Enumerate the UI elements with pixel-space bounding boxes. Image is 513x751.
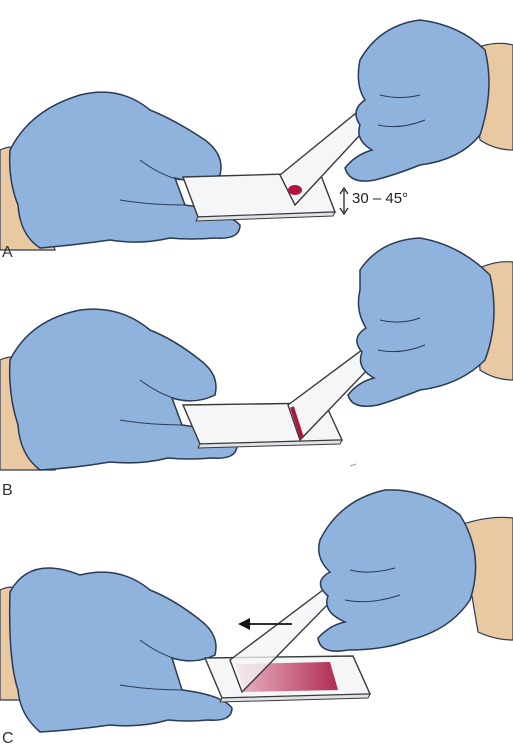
- right-gloved-hand: [344, 19, 490, 182]
- panel-b-label: B: [2, 482, 13, 499]
- panel-c: [0, 489, 513, 733]
- angle-arrow-head-bottom: [339, 207, 349, 216]
- stray-mark: [349, 463, 357, 467]
- base-slide-edge: [197, 439, 343, 449]
- left-gloved-hand: [8, 91, 241, 249]
- panel-a: [0, 19, 513, 251]
- right-hand-crease: [344, 567, 401, 603]
- left-hand-crease: [119, 379, 186, 426]
- direction-arrow-head: [238, 618, 250, 630]
- base-slide-edge: [195, 211, 336, 222]
- blood-drop: [288, 185, 302, 195]
- blood-line: [290, 406, 304, 439]
- angle-label: 30 – 45°: [352, 190, 409, 207]
- panel-b: [0, 237, 513, 471]
- right-hand-crease: [377, 317, 426, 353]
- base-slide-edge: [219, 693, 371, 703]
- left-gloved-hand: [8, 567, 233, 733]
- left-hand-crease: [119, 159, 186, 206]
- left-hand-crease: [119, 639, 186, 691]
- angle-arrow-head-top: [339, 186, 349, 195]
- right-gloved-hand: [317, 489, 477, 652]
- panel-c-label: C: [2, 730, 14, 747]
- right-hand-crease: [377, 94, 426, 128]
- panel-a-label: A: [2, 244, 13, 261]
- right-gloved-hand: [347, 237, 495, 407]
